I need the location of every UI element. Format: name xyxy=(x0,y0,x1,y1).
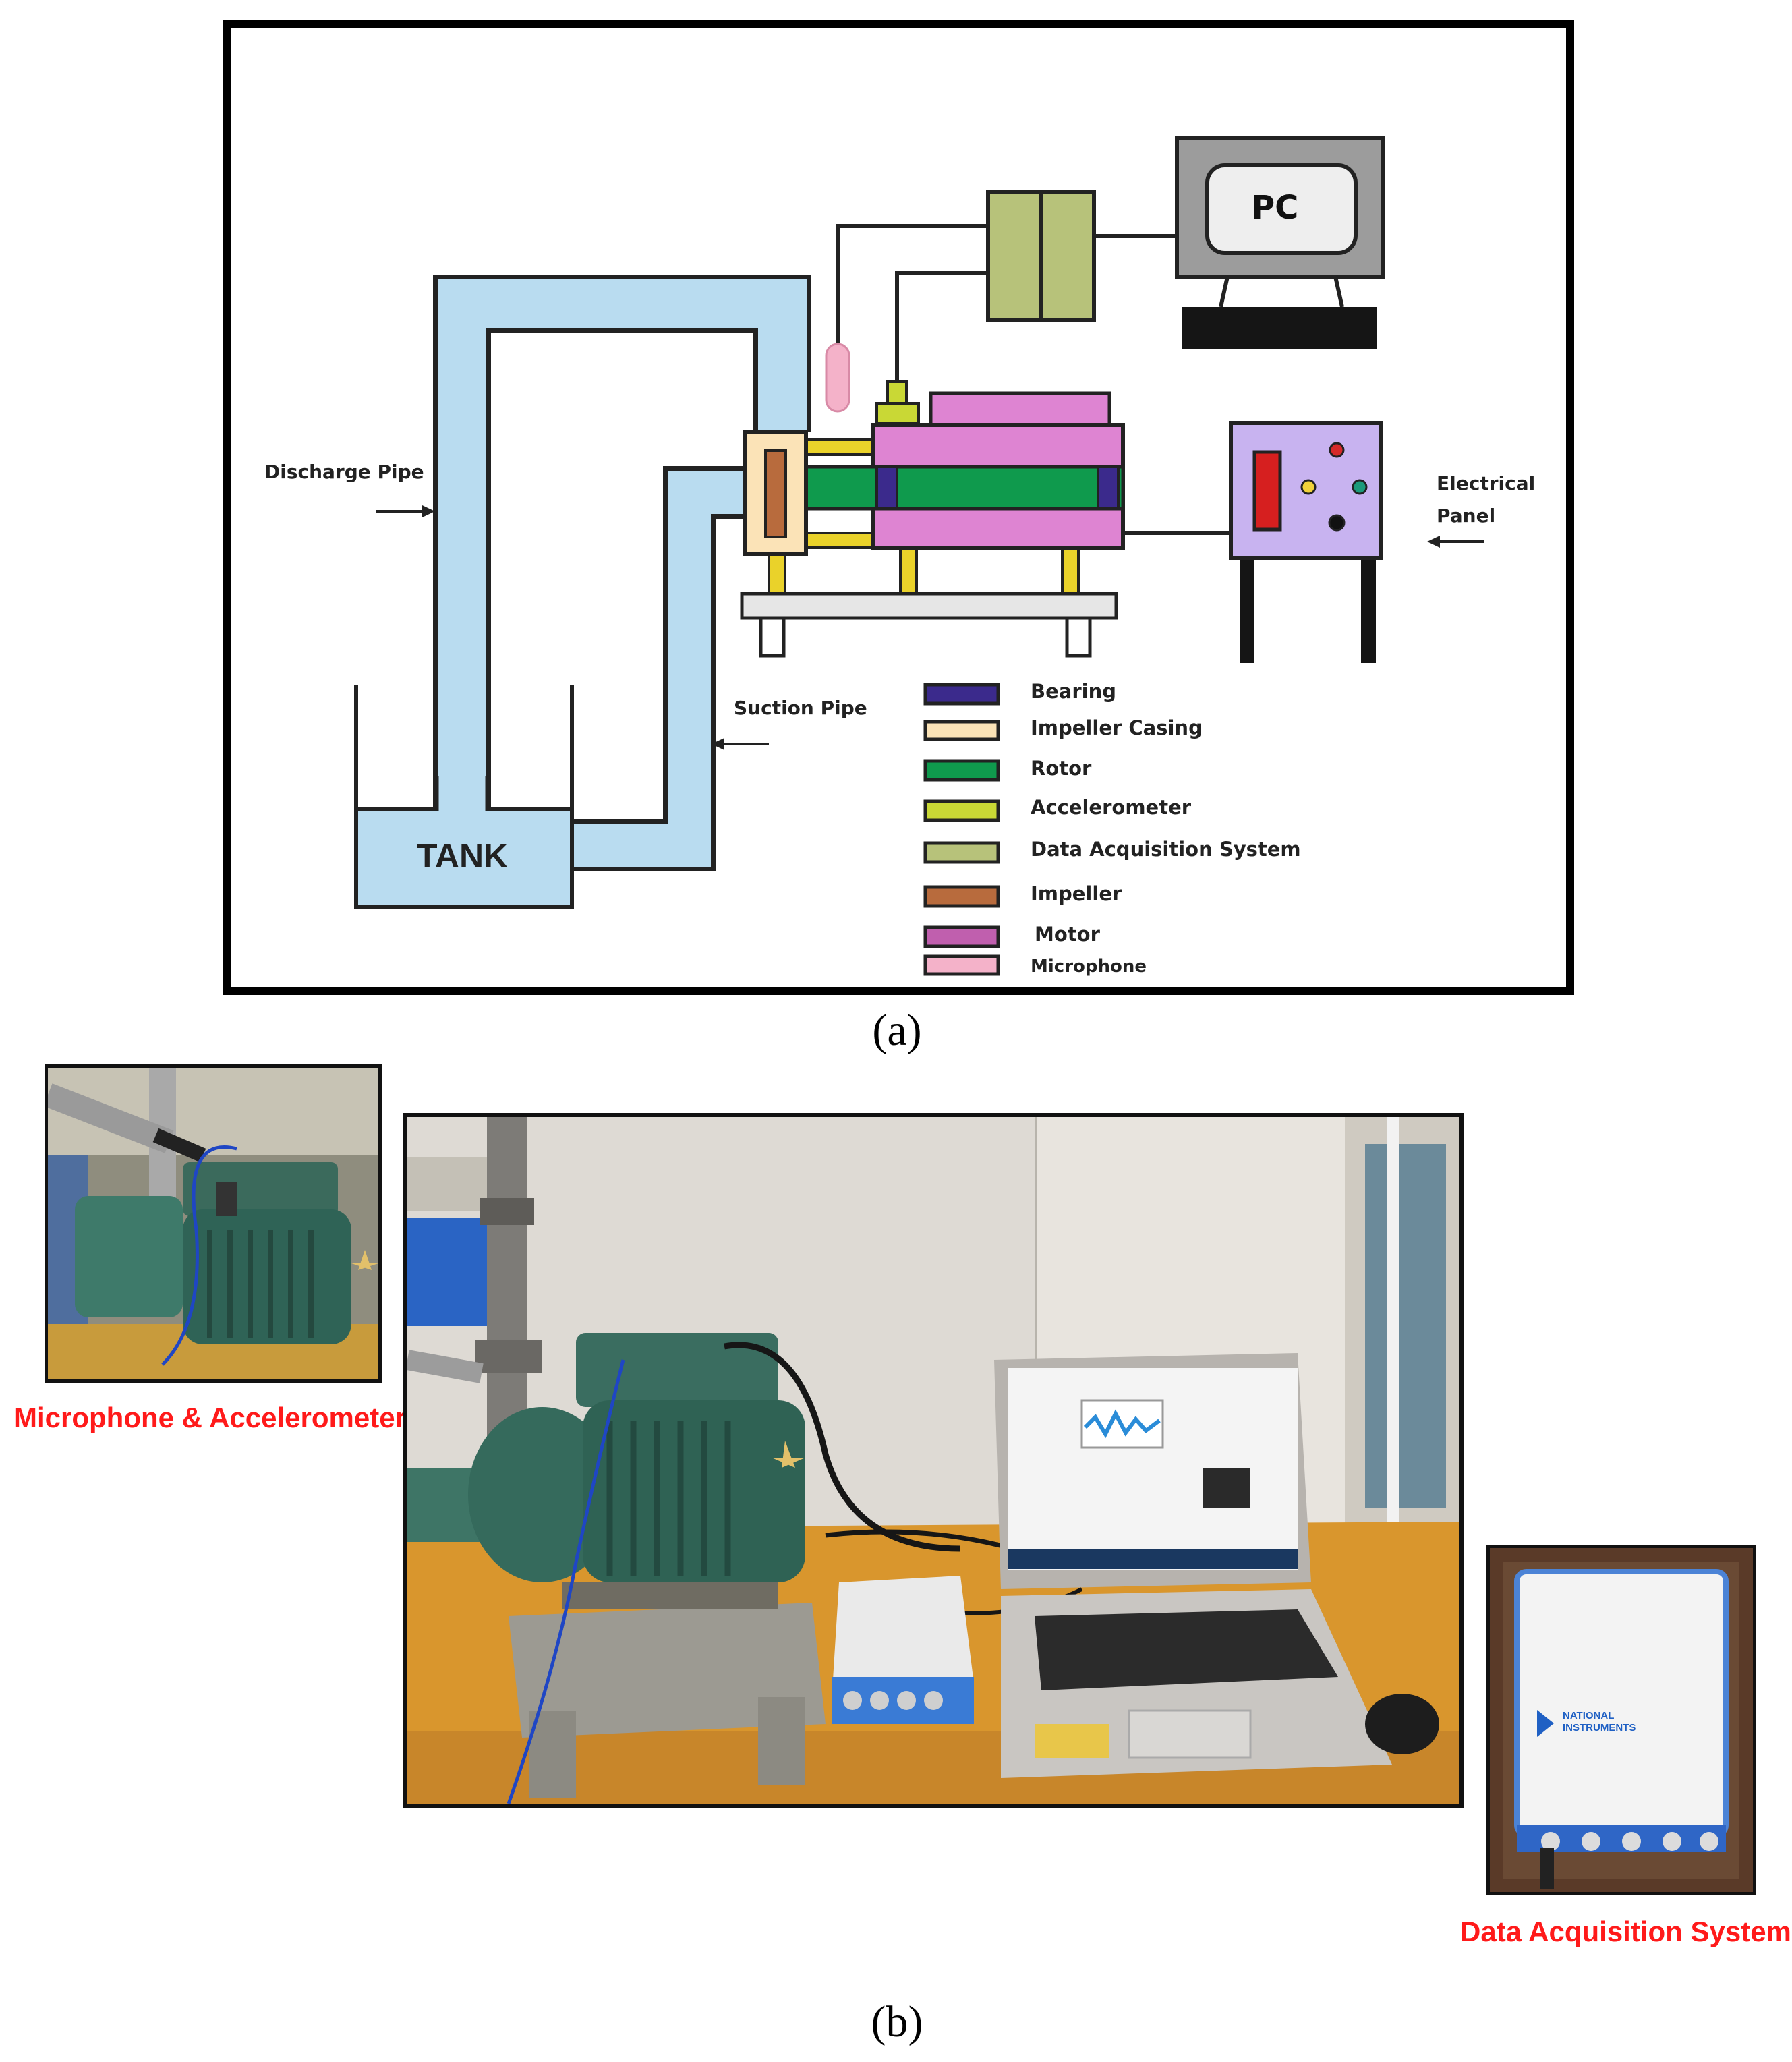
swatch-daq xyxy=(923,841,1000,864)
legend-label-accelerometer: Accelerometer xyxy=(1031,796,1192,819)
motor-top xyxy=(929,391,1111,428)
inset-photo-microphone-accelerometer xyxy=(45,1064,382,1383)
indicator-red xyxy=(1329,442,1345,458)
indicator-black xyxy=(1328,514,1346,532)
arrow-electrical xyxy=(1427,536,1484,548)
legend-label-bearing: Bearing xyxy=(1031,680,1116,703)
microphone xyxy=(825,343,850,413)
panel-switch xyxy=(1252,450,1282,532)
rotor xyxy=(804,465,1125,511)
legend-label-microphone: Microphone xyxy=(1031,956,1147,977)
legend-label-impeller: Impeller xyxy=(1031,882,1122,905)
suction-pipe-label: Suction Pipe xyxy=(734,697,867,719)
arrow-discharge xyxy=(376,505,435,517)
swatch-impeller xyxy=(923,885,1000,908)
legend-label-daq: Data Acquisition System xyxy=(1031,838,1301,861)
daq-box xyxy=(986,190,1096,322)
label-microphone-accelerometer: Microphone & Accelerometer xyxy=(13,1402,406,1433)
legend-swatches xyxy=(923,683,1000,976)
swatch-accelerometer xyxy=(923,799,1000,822)
daq-brand-label: NATIONAL INSTRUMENTS xyxy=(1563,1710,1636,1734)
impeller xyxy=(764,449,787,538)
base-plate xyxy=(740,592,1118,620)
schematic-diagram xyxy=(223,20,1574,995)
caption-b: (b) xyxy=(871,1997,923,2046)
swatch-rotor xyxy=(923,759,1000,782)
bearing-right xyxy=(1097,465,1120,510)
electrical-panel xyxy=(1229,421,1383,663)
motor-assembly xyxy=(740,391,1125,658)
accelerometer xyxy=(875,380,920,425)
tank-label: TANK xyxy=(417,837,509,875)
tank xyxy=(354,685,574,909)
discharge-pipe xyxy=(433,275,811,813)
suction-pipe xyxy=(572,466,752,871)
signal-cables xyxy=(836,224,1231,535)
electrical-panel-label: Electrical Panel xyxy=(1437,472,1536,527)
indicator-green xyxy=(1352,479,1368,495)
main-photo-test-rig xyxy=(403,1113,1464,1808)
pc-monitor xyxy=(1175,136,1385,349)
legend-label-motor: Motor xyxy=(1035,923,1100,946)
swatch-microphone xyxy=(923,954,1000,976)
swatch-motor xyxy=(923,925,1000,948)
legend-label-impeller-casing: Impeller Casing xyxy=(1031,716,1203,739)
caption-a: (a) xyxy=(872,1006,922,1055)
swatch-bearing xyxy=(923,683,1000,706)
legend-label-rotor: Rotor xyxy=(1031,757,1092,780)
indicator-yellow xyxy=(1300,479,1317,495)
pc-label: PC xyxy=(1251,189,1299,227)
bearing-left xyxy=(875,465,898,510)
inset-photo-daq: NATIONAL INSTRUMENTS xyxy=(1486,1545,1756,1895)
label-data-acquisition-system: Data Acquisition System xyxy=(1460,1916,1791,1947)
swatch-impeller-casing xyxy=(923,720,1000,741)
arrow-suction xyxy=(712,738,769,750)
discharge-pipe-label: Discharge Pipe xyxy=(264,461,424,483)
pc-keyboard xyxy=(1182,307,1377,349)
